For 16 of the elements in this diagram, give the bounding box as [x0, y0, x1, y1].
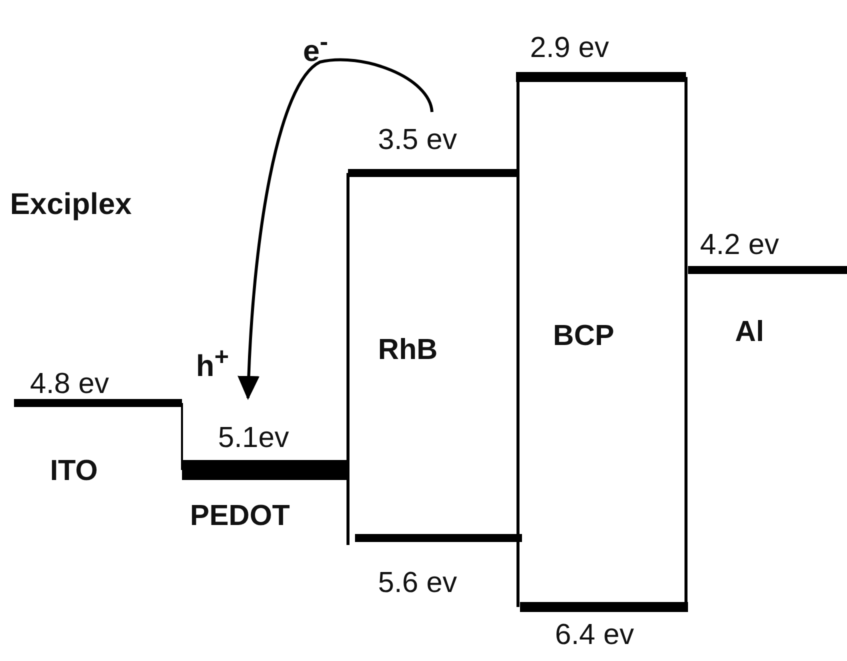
annotation-text: Exciplex [10, 190, 132, 220]
layer-name: PEDOT [190, 502, 290, 531]
energy-value: 2.9 ev [530, 34, 609, 63]
energy-value: 4.2 ev [700, 231, 779, 260]
carrier-label: h$^{+}$ [196, 345, 229, 382]
energy-value: 6.4 ev [555, 621, 634, 650]
electron-transfer-arrow [238, 58, 434, 400]
energy-value: 4.8 ev [30, 370, 109, 399]
layer-name: BCP [553, 322, 614, 351]
energy-value: 3.5 ev [378, 126, 457, 155]
energy-value: 5.6 ev [378, 569, 457, 598]
layer-name: Al [735, 318, 764, 347]
carrier-label: e$^{-}$ [303, 30, 328, 67]
layer-name: ITO [50, 457, 98, 486]
layer-name: RhB [378, 336, 438, 365]
energy-value: 5.1ev [218, 424, 289, 453]
